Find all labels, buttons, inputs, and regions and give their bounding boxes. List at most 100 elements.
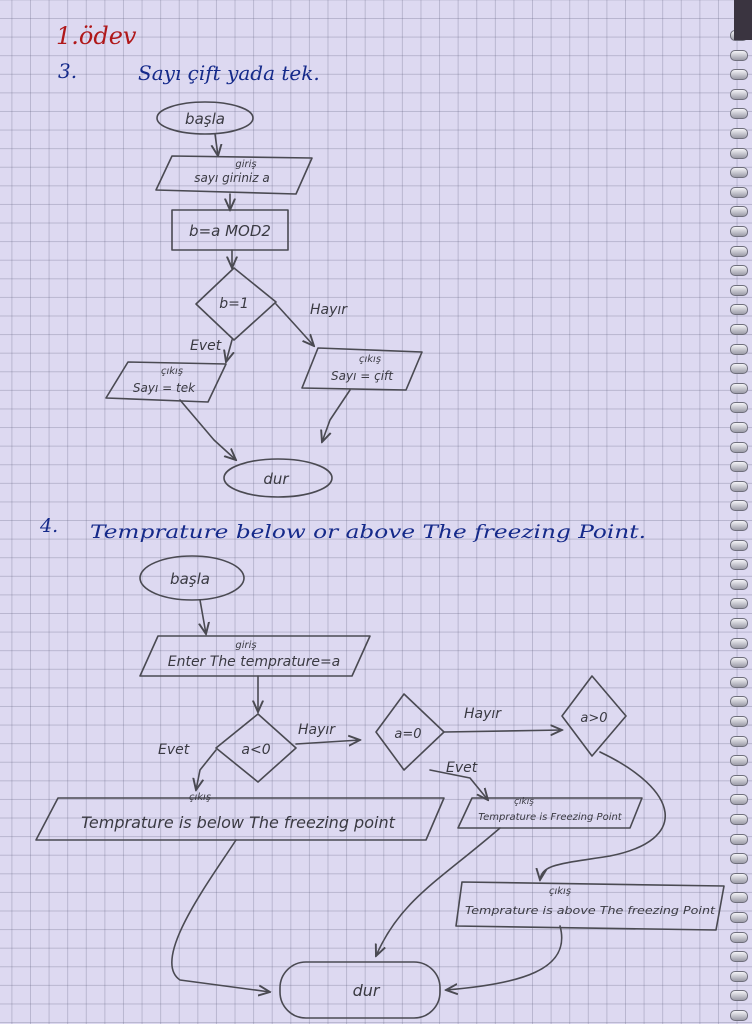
s4-no2-label: Hayır bbox=[464, 706, 502, 722]
s3-arrow-tek-end bbox=[179, 399, 236, 460]
section4-number: 4. bbox=[39, 515, 58, 537]
spiral-ring bbox=[730, 383, 748, 394]
spiral-ring bbox=[730, 540, 748, 551]
spiral-ring bbox=[730, 265, 748, 276]
s3-start-terminal bbox=[156, 101, 254, 135]
s4-decision1-diamond bbox=[215, 713, 297, 783]
s4-decision2-diamond bbox=[375, 693, 445, 771]
s4-output-below-label: Temprature is below The freezing point bbox=[81, 813, 395, 832]
spiral-ring bbox=[730, 324, 748, 335]
s3-output-cift-box bbox=[301, 347, 423, 391]
spiral-ring bbox=[730, 559, 748, 570]
s4-start-terminal bbox=[139, 555, 245, 601]
s3-arrow-cift-end bbox=[322, 389, 351, 442]
s4-arrow-below-end bbox=[171, 839, 270, 992]
spiral-ring bbox=[730, 285, 748, 296]
s4-start-label: başla bbox=[170, 570, 210, 588]
spiral-ring bbox=[730, 167, 748, 178]
s4-output-freezing-tag: çıkış bbox=[514, 797, 534, 807]
spiral-ring bbox=[730, 755, 748, 766]
s4-output-above-box bbox=[455, 881, 725, 931]
spiral-ring bbox=[730, 794, 748, 805]
spiral-ring bbox=[730, 226, 748, 237]
homework-title: 1.ödev bbox=[56, 22, 137, 50]
s3-arrow-no bbox=[275, 303, 314, 346]
spiral-ring bbox=[730, 481, 748, 492]
s4-arrow-freezing-end bbox=[376, 827, 501, 956]
s3-yes-label: Evet bbox=[190, 338, 222, 354]
spiral-ring bbox=[730, 422, 748, 433]
s4-decision2-label: a=0 bbox=[394, 727, 421, 742]
spiral-binding bbox=[722, 0, 752, 1024]
spiral-ring bbox=[730, 89, 748, 100]
s3-no-label: Hayır bbox=[310, 302, 348, 318]
spiral-ring bbox=[730, 775, 748, 786]
spiral-ring bbox=[730, 638, 748, 649]
s4-arrow-yes2 bbox=[429, 769, 488, 800]
spiral-ring bbox=[730, 912, 748, 923]
spiral-ring bbox=[730, 951, 748, 962]
spiral-ring bbox=[730, 677, 748, 688]
s3-input-tag: giriş bbox=[235, 159, 256, 170]
s3-end-label: dur bbox=[263, 470, 289, 488]
s3-arrow-yes bbox=[226, 339, 232, 362]
spiral-ring bbox=[730, 932, 748, 943]
spiral-ring bbox=[730, 696, 748, 707]
s4-arrow-no1 bbox=[295, 740, 360, 744]
spiral-ring bbox=[730, 461, 748, 472]
s4-decision3-diamond bbox=[561, 675, 627, 757]
spiral-ring bbox=[730, 736, 748, 747]
spiral-ring bbox=[730, 873, 748, 884]
spiral-ring bbox=[730, 246, 748, 257]
spiral-ring bbox=[730, 344, 748, 355]
spiral-ring bbox=[730, 579, 748, 590]
spiral-ring bbox=[730, 618, 748, 629]
s4-yes1-label: Evet bbox=[158, 742, 190, 758]
spiral-ring bbox=[730, 108, 748, 119]
spiral-ring bbox=[730, 1010, 748, 1021]
s3-start-label: başla bbox=[185, 110, 225, 128]
s3-input-label: sayı giriniz a bbox=[194, 171, 269, 185]
s4-input-label: Enter The temprature=a bbox=[168, 654, 341, 670]
spiral-ring bbox=[730, 442, 748, 453]
page-corner-shadow bbox=[734, 0, 752, 40]
s3-output-tek-box bbox=[105, 361, 227, 403]
s3-end-terminal bbox=[223, 458, 333, 498]
s4-output-above-tag: çıkış bbox=[549, 886, 571, 897]
s4-output-freezing-label: Temprature is Freezing Point bbox=[478, 812, 623, 823]
spiral-ring bbox=[730, 206, 748, 217]
s3-process-box bbox=[171, 209, 289, 251]
spiral-ring bbox=[730, 363, 748, 374]
spiral-ring bbox=[730, 402, 748, 413]
spiral-ring bbox=[730, 50, 748, 61]
spiral-ring bbox=[730, 657, 748, 668]
s4-output-freezing-box bbox=[457, 797, 643, 829]
spiral-ring bbox=[730, 69, 748, 80]
spiral-ring bbox=[730, 500, 748, 511]
s3-output-tek-tag: çıkış bbox=[161, 366, 183, 377]
s4-end-terminal bbox=[279, 961, 441, 1019]
s4-end-label: dur bbox=[353, 981, 381, 1000]
s4-arrow-no2 bbox=[443, 730, 562, 732]
s3-output-cift-label: Sayı = çift bbox=[331, 369, 394, 383]
s3-decision-diamond bbox=[195, 267, 277, 341]
s3-input-box bbox=[155, 155, 313, 195]
spiral-ring bbox=[730, 834, 748, 845]
s4-input-box bbox=[139, 635, 371, 677]
spiral-ring bbox=[730, 716, 748, 727]
s4-no1-label: Hayır bbox=[298, 722, 336, 738]
s3-arrow-start-input bbox=[215, 133, 218, 156]
s3-output-tek-label: Sayı = tek bbox=[133, 381, 196, 395]
spiral-ring bbox=[730, 520, 748, 531]
spiral-ring bbox=[730, 304, 748, 315]
spiral-ring bbox=[730, 128, 748, 139]
section3-title: Sayı çift yada tek. bbox=[138, 61, 320, 85]
spiral-ring bbox=[730, 990, 748, 1001]
spiral-ring bbox=[730, 598, 748, 609]
s4-arrow-yes1 bbox=[196, 749, 217, 790]
spiral-ring bbox=[730, 187, 748, 198]
s4-decision3-label: a>0 bbox=[580, 711, 607, 726]
s3-decision-label: b=1 bbox=[219, 296, 249, 312]
